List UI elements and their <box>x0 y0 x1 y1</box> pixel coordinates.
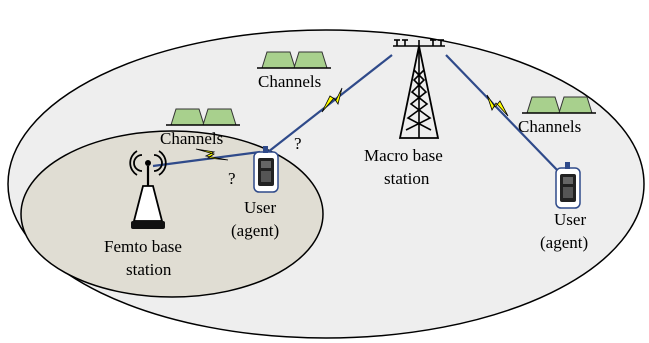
link-macro-to-user-left <box>267 54 393 153</box>
link-femto-to-user <box>152 150 261 168</box>
antenna-tower-icon <box>393 39 445 139</box>
question-mark: ? <box>294 134 302 153</box>
lightning-macro-left <box>321 87 343 113</box>
femto-station-label: Femto base <box>104 237 182 256</box>
lightning-femto <box>195 148 229 161</box>
macro-station-label: station <box>384 169 430 188</box>
channels-label-right: Channels <box>518 117 581 136</box>
channels-label-left: Channels <box>160 129 223 148</box>
user-right-label: User <box>554 210 586 229</box>
question-mark: ? <box>228 169 236 188</box>
femto-cell-area <box>20 130 324 298</box>
user-right-label: (agent) <box>540 233 588 252</box>
channel-blocks-icon <box>257 51 331 69</box>
user-left-label: User <box>244 198 276 217</box>
femto-station-label: station <box>126 260 172 279</box>
link-macro-to-user-right <box>445 54 561 174</box>
channel-blocks-icon <box>522 96 596 114</box>
channel-blocks-icon <box>166 108 240 126</box>
channels-label-top: Channels <box>258 72 321 91</box>
user-left-label: (agent) <box>231 221 279 240</box>
mobile-phone-icon <box>555 162 581 209</box>
wireless-links <box>152 54 561 174</box>
mobile-phone-icon <box>253 146 279 193</box>
lightning-link-icon <box>195 87 509 161</box>
lightning-macro-right <box>486 94 509 117</box>
femto-router-icon <box>129 150 167 229</box>
macro-station-label: Macro base <box>364 146 443 165</box>
